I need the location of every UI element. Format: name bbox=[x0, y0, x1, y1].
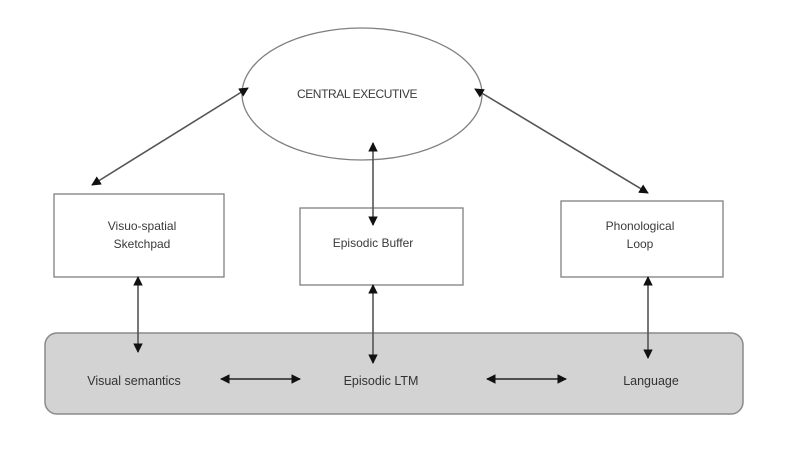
phonological-loop-label-line1: Phonological bbox=[606, 219, 675, 233]
visual-semantics-label: Visual semantics bbox=[87, 374, 181, 388]
arrow-ce-to-sketchpad bbox=[91, 87, 249, 186]
visuo-spatial-sketchpad-box bbox=[53, 193, 225, 278]
phonological-loop-label-line2: Loop bbox=[627, 237, 654, 251]
language-label: Language bbox=[623, 374, 679, 388]
episodic-buffer-box bbox=[299, 207, 464, 286]
visuo-spatial-sketchpad-label-line2: Sketchpad bbox=[114, 237, 171, 251]
central-executive-label: CENTRAL EXECUTIVE bbox=[297, 87, 418, 101]
long-term-memory-panel bbox=[44, 332, 744, 415]
episodic-ltm-label: Episodic LTM bbox=[344, 374, 419, 388]
episodic-buffer-label: Episodic Buffer bbox=[333, 236, 414, 250]
visuo-spatial-sketchpad-label-line1: Visuo-spatial bbox=[108, 219, 176, 233]
arrow-ce-to-phonological bbox=[474, 88, 649, 194]
phonological-loop-box bbox=[560, 200, 724, 278]
